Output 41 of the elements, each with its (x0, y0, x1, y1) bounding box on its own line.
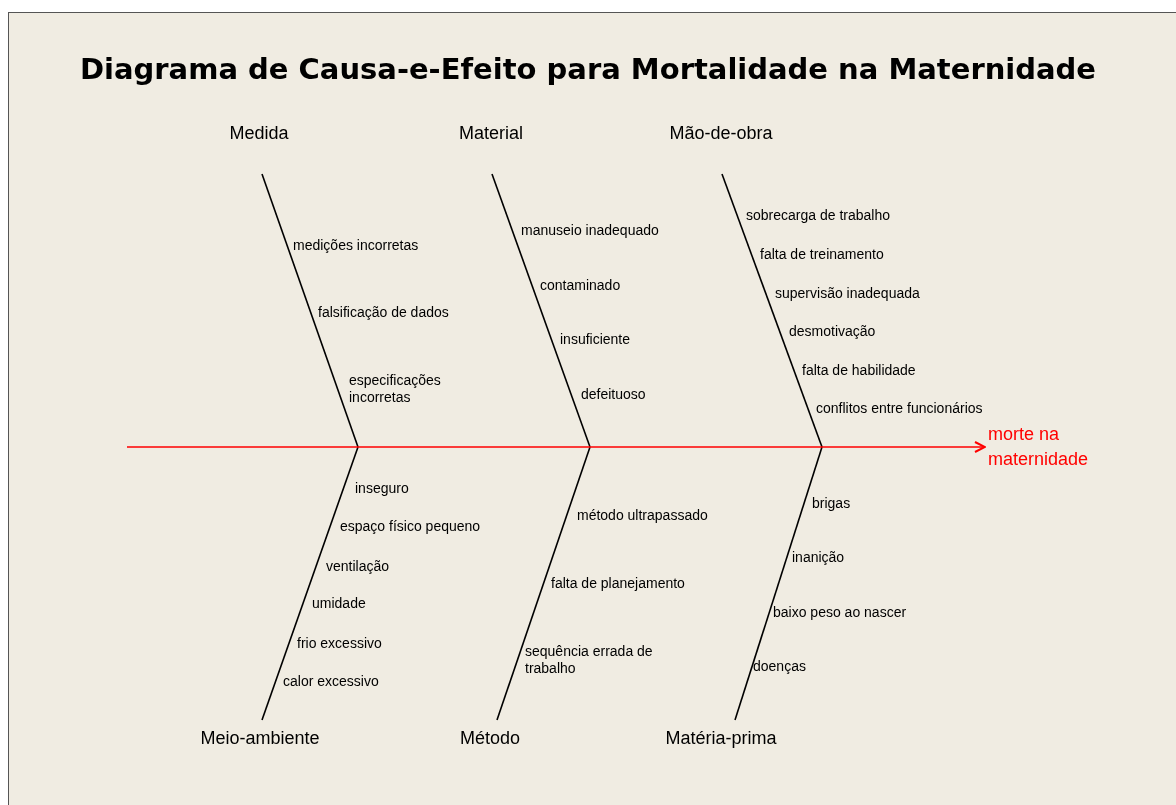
cause-label: espaço físico pequeno (340, 517, 481, 535)
category-label: Método (460, 727, 520, 749)
cause-bone-line (261, 446, 359, 721)
cause-bone-line (261, 173, 359, 448)
cause-label: defeituoso (581, 385, 646, 403)
cause-label: insuficiente (560, 330, 631, 348)
category-label: Material (459, 122, 523, 144)
category-label: Matéria-prima (665, 727, 777, 749)
cause-label: contaminado (540, 276, 621, 294)
cause-label: desmotivação (789, 322, 876, 340)
cause-label: brigas (812, 494, 851, 512)
cause-label: conflitos entre funcionários (816, 399, 983, 417)
cause-bone-line (734, 446, 823, 721)
cause-label: inanição (792, 548, 845, 566)
cause-label: falsificação de dados (318, 303, 449, 321)
cause-label: método ultrapassado (577, 506, 708, 524)
cause-label: baixo peso ao nascer (773, 603, 907, 621)
cause-label: inseguro (355, 479, 409, 497)
cause-label: especificações incorretas (349, 372, 442, 406)
effect-label: morte na maternidade (988, 422, 1118, 472)
cause-label: supervisão inadequada (775, 284, 920, 302)
cause-bone-line (721, 173, 823, 448)
cause-bone-line (491, 173, 591, 448)
effect-arrow (126, 441, 986, 453)
cause-label: falta de habilidade (802, 361, 916, 379)
cause-label: frio excessivo (297, 634, 382, 652)
cause-label: doenças (753, 657, 806, 675)
cause-label: sobrecarga de trabalho (746, 206, 890, 224)
category-label: Meio-ambiente (200, 727, 320, 749)
category-label: Mão-de-obra (669, 122, 773, 144)
cause-label: sequência errada de trabalho (525, 643, 654, 677)
cause-label: calor excessivo (283, 672, 379, 690)
cause-label: umidade (312, 594, 366, 612)
diagram-title: Diagrama de Causa-e-Efeito para Mortalidade na Maternidade (78, 52, 1098, 86)
cause-label: ventilação (326, 557, 390, 575)
cause-bone-line (496, 446, 591, 721)
cause-label: medições incorretas (293, 236, 419, 254)
category-label: Medida (229, 122, 289, 144)
cause-label: falta de planejamento (551, 574, 685, 592)
cause-label: falta de treinamento (760, 245, 884, 263)
cause-label: manuseio inadequado (521, 221, 659, 239)
